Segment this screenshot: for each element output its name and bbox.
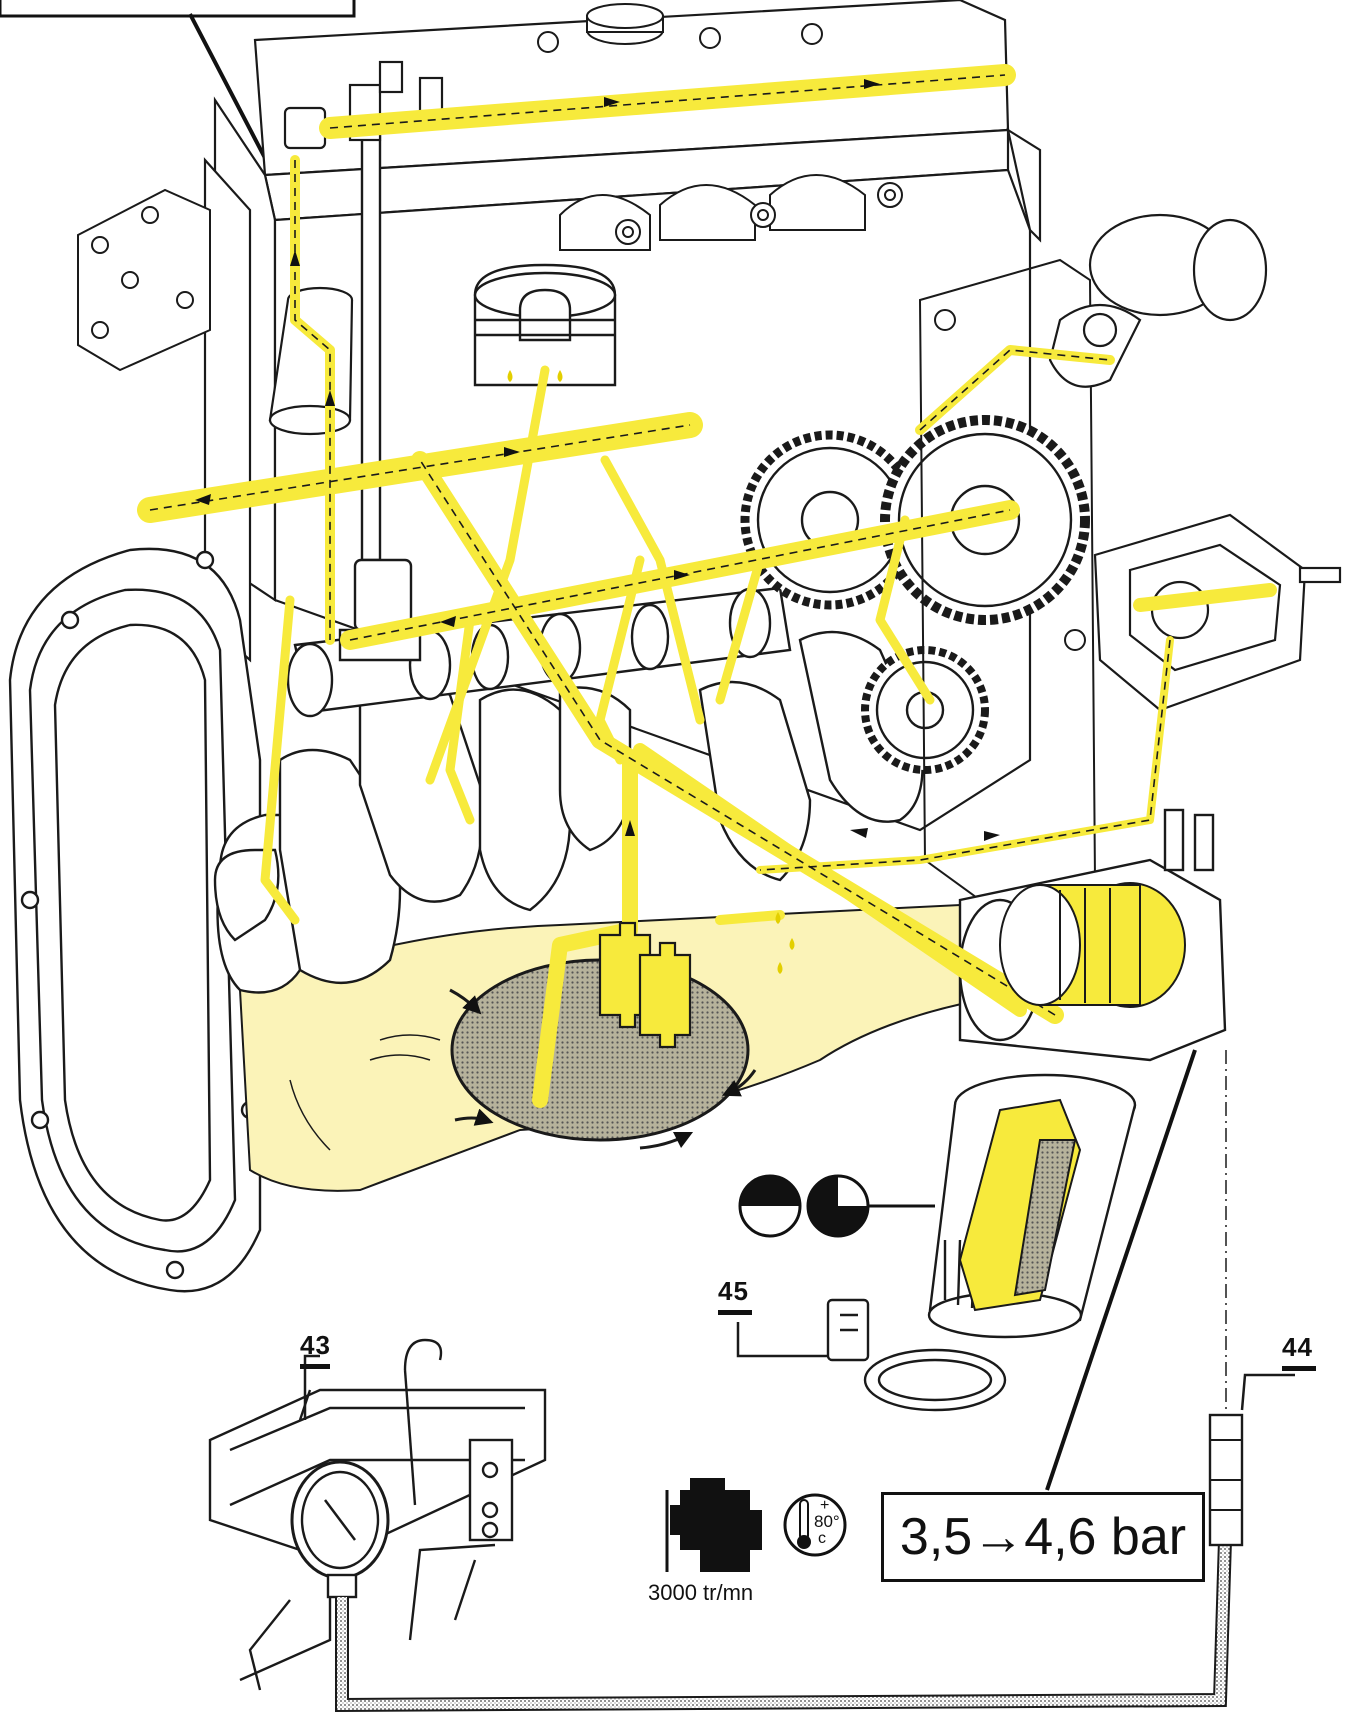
head-bumps [537, 23, 903, 251]
injection-pump [1093, 513, 1342, 712]
half-disc-icon [738, 1174, 802, 1238]
thermometer-icon [783, 1493, 847, 1557]
filter-element-cutaway [958, 1098, 1082, 1312]
bell-housing [8, 547, 262, 1293]
engine-icon [665, 1478, 762, 1572]
piston [473, 263, 617, 387]
rpm-label: 3000 tr/mn [648, 1580, 754, 1605]
flow-arrows [195, 79, 1000, 841]
pressure-gauge-tool [208, 1338, 547, 1691]
vacuum-pump [1048, 213, 1268, 388]
strainer-flow-arrows [449, 988, 757, 1150]
temp-unit: c [818, 1530, 826, 1547]
pressure-spec-box: 3,5→4,6 bar [881, 1492, 1205, 1582]
half-disc-icon [806, 1174, 870, 1238]
pressure-value: 3,5→4,6 bar [899, 1508, 1187, 1566]
oil-cooler-cylinder [999, 882, 1186, 1008]
filter-strap-tool [736, 1298, 1007, 1412]
temp-value: 80° [814, 1512, 840, 1531]
callout-bars [300, 1310, 1316, 1371]
oil-pump-gears [598, 921, 692, 1049]
oil-drips [507, 370, 795, 974]
oil-filler-cap [586, 3, 664, 45]
pressure-indicator-icons [738, 1174, 935, 1238]
leader-line-pressure [1045, 1049, 1197, 1491]
tool-44-label: 44 [1282, 1332, 1313, 1362]
pressure-hose [335, 1050, 1295, 1713]
tool-43-label: 43 [300, 1330, 331, 1360]
tool-45-label: 45 [718, 1276, 749, 1306]
temp-plus: + [820, 1497, 830, 1514]
left-mounting-plate [77, 188, 211, 372]
top-label-fragment [0, 0, 356, 18]
sump-lines [289, 1034, 441, 1151]
